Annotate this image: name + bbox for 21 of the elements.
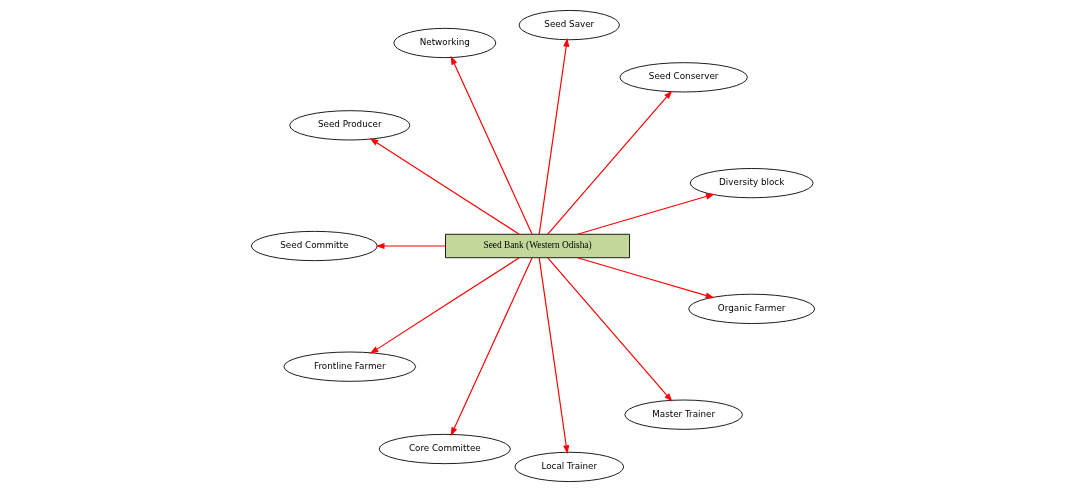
arrow	[369, 257, 520, 354]
node-ellipse: Seed Saver	[518, 10, 620, 41]
arrow	[576, 193, 715, 235]
node-ellipse: Seed Conserver	[619, 62, 748, 93]
arrow	[547, 90, 673, 235]
arrow	[538, 257, 570, 455]
arrow	[538, 37, 570, 235]
node-ellipse: Master Trainer	[624, 399, 743, 430]
node-ellipse: Seed Committe	[250, 230, 378, 262]
node-ellipse: Networking	[393, 27, 497, 59]
arrow	[369, 138, 520, 235]
node-ellipse: Frontline Farmer	[283, 351, 417, 382]
node-ellipse: Local Trainer	[514, 451, 625, 482]
arrow	[547, 257, 673, 402]
arrow	[375, 242, 447, 250]
arrow	[450, 55, 533, 235]
node-box: Seed Bank (Western Odisha)	[445, 233, 630, 259]
arrow	[576, 257, 715, 299]
arrow	[450, 257, 533, 437]
node-ellipse: Seed Producer	[289, 110, 411, 141]
node-ellipse: Core Committee	[378, 433, 511, 465]
